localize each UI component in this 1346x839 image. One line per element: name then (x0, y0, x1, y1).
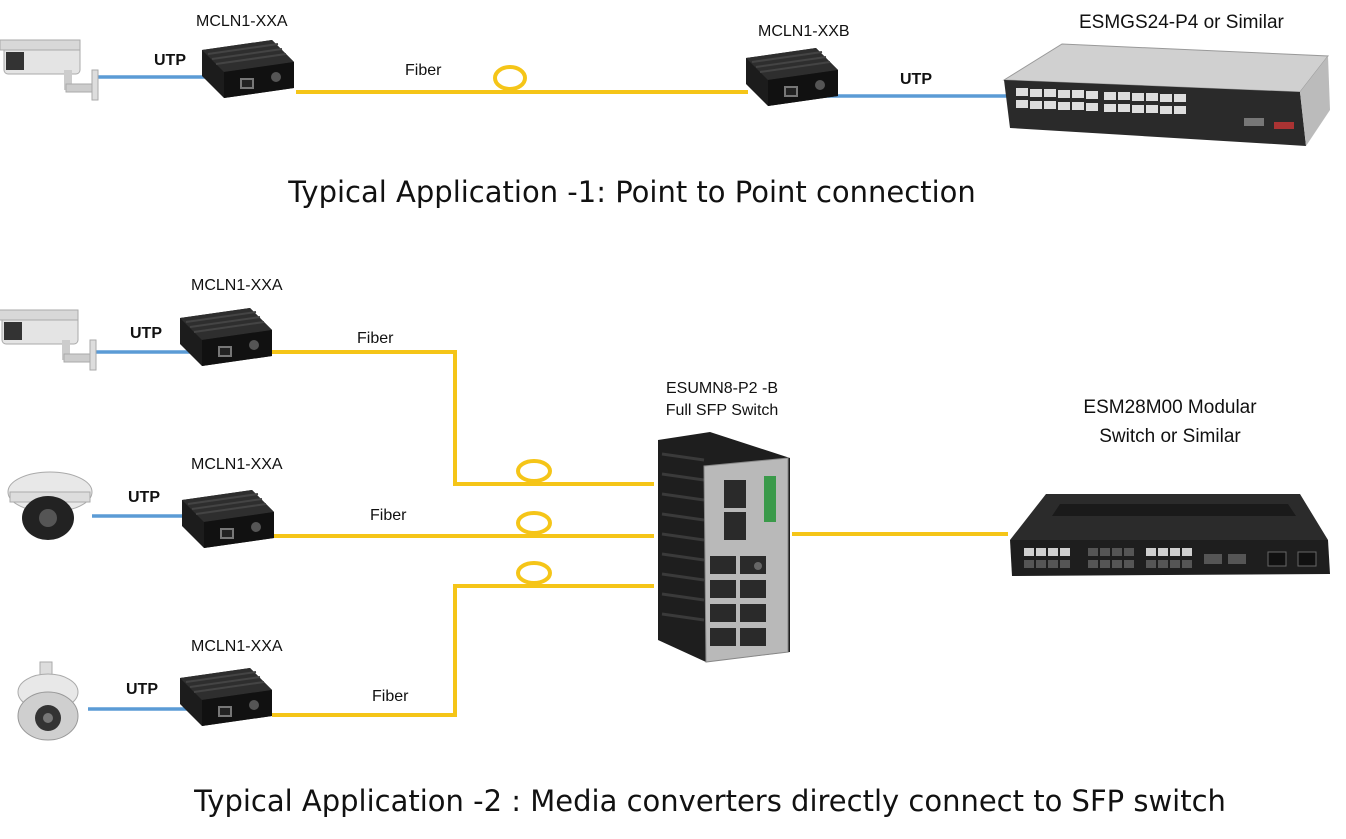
app1-converter-b-label: MCLN1-XXB (758, 23, 850, 40)
app2-utp-2-label: UTP (128, 489, 160, 506)
bullet-camera-icon (0, 39, 99, 101)
bullet-camera-icon (0, 309, 97, 371)
modular-switch-icon (1010, 494, 1330, 576)
app2-converter-2-label: MCLN1-XXA (191, 456, 283, 473)
media-converter-icon (179, 307, 273, 367)
app2-converter-1-label: MCLN1-XXA (191, 277, 283, 294)
app2-sfp-switch-label-line2: Full SFP Switch (666, 402, 779, 419)
app2-fiber-cable-1 (272, 350, 654, 486)
app2-modular-label-line1: ESM28M00 Modular (1083, 397, 1257, 418)
app2-utp-1-label: UTP (130, 325, 162, 342)
app1-section: MCLN1-XXA MCLN1-XXB ESMGS24-P4 or Simila… (0, 12, 1330, 209)
app2-fiber-1-label: Fiber (357, 330, 394, 347)
media-converter-icon (201, 39, 295, 99)
app2-fiber-3-label: Fiber (372, 688, 409, 705)
ptz-camera-icon (17, 661, 79, 741)
rack-switch-icon (1002, 43, 1330, 146)
app2-modular-label-line2: Switch or Similar (1099, 426, 1241, 447)
app1-title: Typical Application -1: Point to Point c… (287, 175, 976, 209)
app2-utp-3-label: UTP (126, 681, 158, 698)
fiber-coil-icon (516, 511, 552, 535)
app2-fiber-2-label: Fiber (370, 507, 407, 524)
fiber-coil-icon (516, 459, 552, 483)
app2-converter-3-label: MCLN1-XXA (191, 638, 283, 655)
app1-utp-right-label: UTP (900, 71, 932, 88)
media-converter-icon (179, 667, 273, 727)
app2-section: MCLN1-XXA MCLN1-XXA MCLN1-XXA UTP UTP UT… (0, 277, 1330, 818)
dome-camera-icon (7, 471, 93, 540)
media-converter-icon (745, 47, 839, 107)
app1-fiber-label: Fiber (405, 62, 442, 79)
media-converter-icon (181, 489, 275, 549)
app2-title: Typical Application -2 : Media converter… (193, 784, 1226, 818)
fiber-coil-icon (516, 561, 552, 585)
fiber-coil-icon (493, 65, 527, 91)
app1-switch-label: ESMGS24-P4 or Similar (1079, 12, 1285, 33)
app2-sfp-switch-label-line1: ESUMN8-P2 -B (666, 380, 778, 397)
app2-fiber-cable-3 (272, 584, 654, 717)
app1-converter-a-label: MCLN1-XXA (196, 13, 288, 30)
din-rail-switch-icon (658, 432, 790, 663)
app1-utp-left-label: UTP (154, 52, 186, 69)
